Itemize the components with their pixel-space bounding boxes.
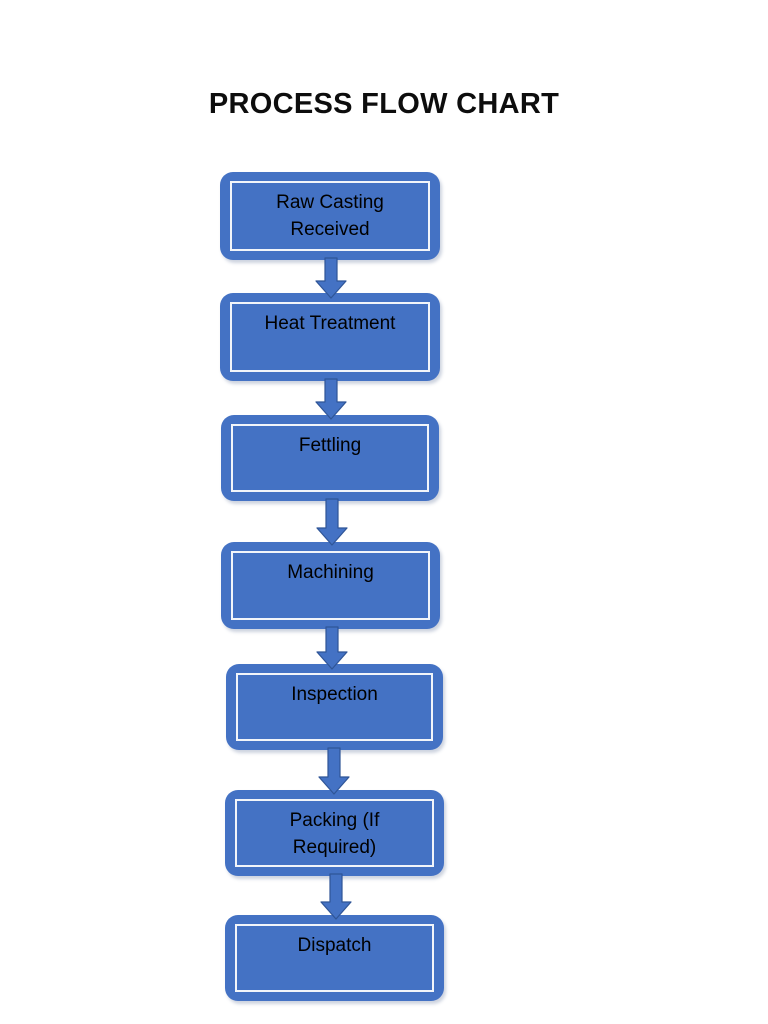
process-node-label: Fettling xyxy=(298,435,362,456)
process-node-fettling[interactable]: Fettling xyxy=(221,415,439,501)
process-node-label: Inspection xyxy=(291,684,378,705)
process-node-label: Packing (If Required) xyxy=(289,810,380,858)
process-node-raw-casting-received[interactable]: Raw Casting Received xyxy=(220,172,440,260)
down-arrow-icon xyxy=(320,873,352,920)
down-arrow-icon xyxy=(316,626,348,670)
arrow-machining-to-inspection xyxy=(316,626,348,670)
process-node-inner-frame: Inspection xyxy=(236,673,433,741)
process-node-inner-frame: Packing (If Required) xyxy=(235,799,434,867)
arrow-inspection-to-packing xyxy=(318,747,350,795)
arrow-raw-casting-to-heat-treatment xyxy=(315,257,347,299)
process-node-machining[interactable]: Machining xyxy=(221,542,440,629)
page-title: PROCESS FLOW CHART xyxy=(208,88,560,120)
down-arrow-icon xyxy=(316,498,348,546)
process-node-inner-frame: Machining xyxy=(231,551,430,620)
arrow-heat-treatment-to-fettling xyxy=(315,378,347,420)
down-arrow-icon xyxy=(315,257,347,299)
process-node-inspection[interactable]: Inspection xyxy=(226,664,443,750)
process-node-heat-treatment[interactable]: Heat Treatment xyxy=(220,293,440,381)
process-node-label: Dispatch xyxy=(297,935,372,956)
process-node-inner-frame: Raw Casting Received xyxy=(230,181,430,251)
process-node-inner-frame: Dispatch xyxy=(235,924,434,992)
process-node-label: Heat Treatment xyxy=(264,313,396,334)
down-arrow-icon xyxy=(315,378,347,420)
process-node-inner-frame: Fettling xyxy=(231,424,429,492)
arrow-packing-to-dispatch xyxy=(320,873,352,920)
process-node-dispatch[interactable]: Dispatch xyxy=(225,915,444,1001)
process-node-packing-if-required[interactable]: Packing (If Required) xyxy=(225,790,444,876)
process-node-inner-frame: Heat Treatment xyxy=(230,302,430,372)
process-node-label: Machining xyxy=(287,562,374,583)
arrow-fettling-to-machining xyxy=(316,498,348,546)
down-arrow-icon xyxy=(318,747,350,795)
process-node-label: Raw Casting Received xyxy=(276,192,384,240)
